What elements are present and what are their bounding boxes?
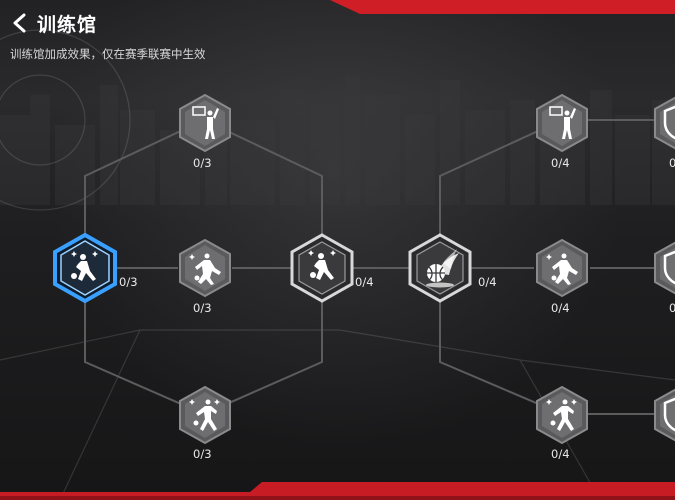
red-accent-top: [330, 0, 675, 14]
page-subtitle: 训练馆加成效果，仅在赛季联赛中生效: [10, 47, 206, 61]
jump-shot-icon: [549, 106, 576, 139]
shield-icon: [663, 397, 675, 432]
skill-node-hub-b[interactable]: [407, 233, 473, 303]
skill-node-edge-mid[interactable]: [652, 238, 675, 298]
chevron-left-icon: [13, 13, 26, 33]
defense-player-icon: [546, 399, 577, 431]
progress-hub-a: 0/4: [355, 275, 374, 289]
progress-edge-mid: 0: [669, 301, 675, 315]
crossover-player-icon: [189, 253, 221, 285]
skill-node-hub-a[interactable]: [289, 233, 355, 303]
skill-node-edge-bottom[interactable]: [652, 385, 675, 445]
skill-node-start[interactable]: [52, 233, 118, 303]
skill-node-edge-top[interactable]: [652, 93, 675, 153]
progress-start: 0/3: [119, 275, 138, 289]
progress-shoot-a: 0/3: [193, 156, 212, 170]
dribble-player-icon: [71, 251, 98, 281]
dribble-player-icon: [308, 250, 336, 280]
shield-icon: [663, 250, 675, 285]
jump-shot-icon: [192, 106, 219, 139]
skill-node-crossover-b[interactable]: [534, 238, 590, 298]
red-accent-bottom: [0, 482, 675, 500]
skill-node-shoot-a[interactable]: [177, 93, 233, 153]
progress-edge-top: 0: [669, 156, 675, 170]
shield-icon: [663, 105, 675, 140]
progress-crossover-b: 0/4: [551, 301, 570, 315]
back-button[interactable]: [8, 10, 30, 36]
skill-node-crossover-a[interactable]: [177, 238, 233, 298]
skill-node-defense-a[interactable]: [177, 385, 233, 445]
flaming-basketball-icon: [426, 249, 459, 288]
crossover-player-icon: [546, 253, 578, 285]
progress-defense-b: 0/4: [551, 447, 570, 461]
page-title: 训练馆: [37, 14, 98, 36]
progress-hub-b: 0/4: [478, 275, 497, 289]
defense-player-icon: [189, 399, 220, 431]
progress-crossover-a: 0/3: [193, 301, 212, 315]
progress-defense-a: 0/3: [193, 447, 212, 461]
skill-node-defense-b[interactable]: [534, 385, 590, 445]
skill-node-shoot-b[interactable]: [534, 93, 590, 153]
progress-shoot-b: 0/4: [551, 156, 570, 170]
